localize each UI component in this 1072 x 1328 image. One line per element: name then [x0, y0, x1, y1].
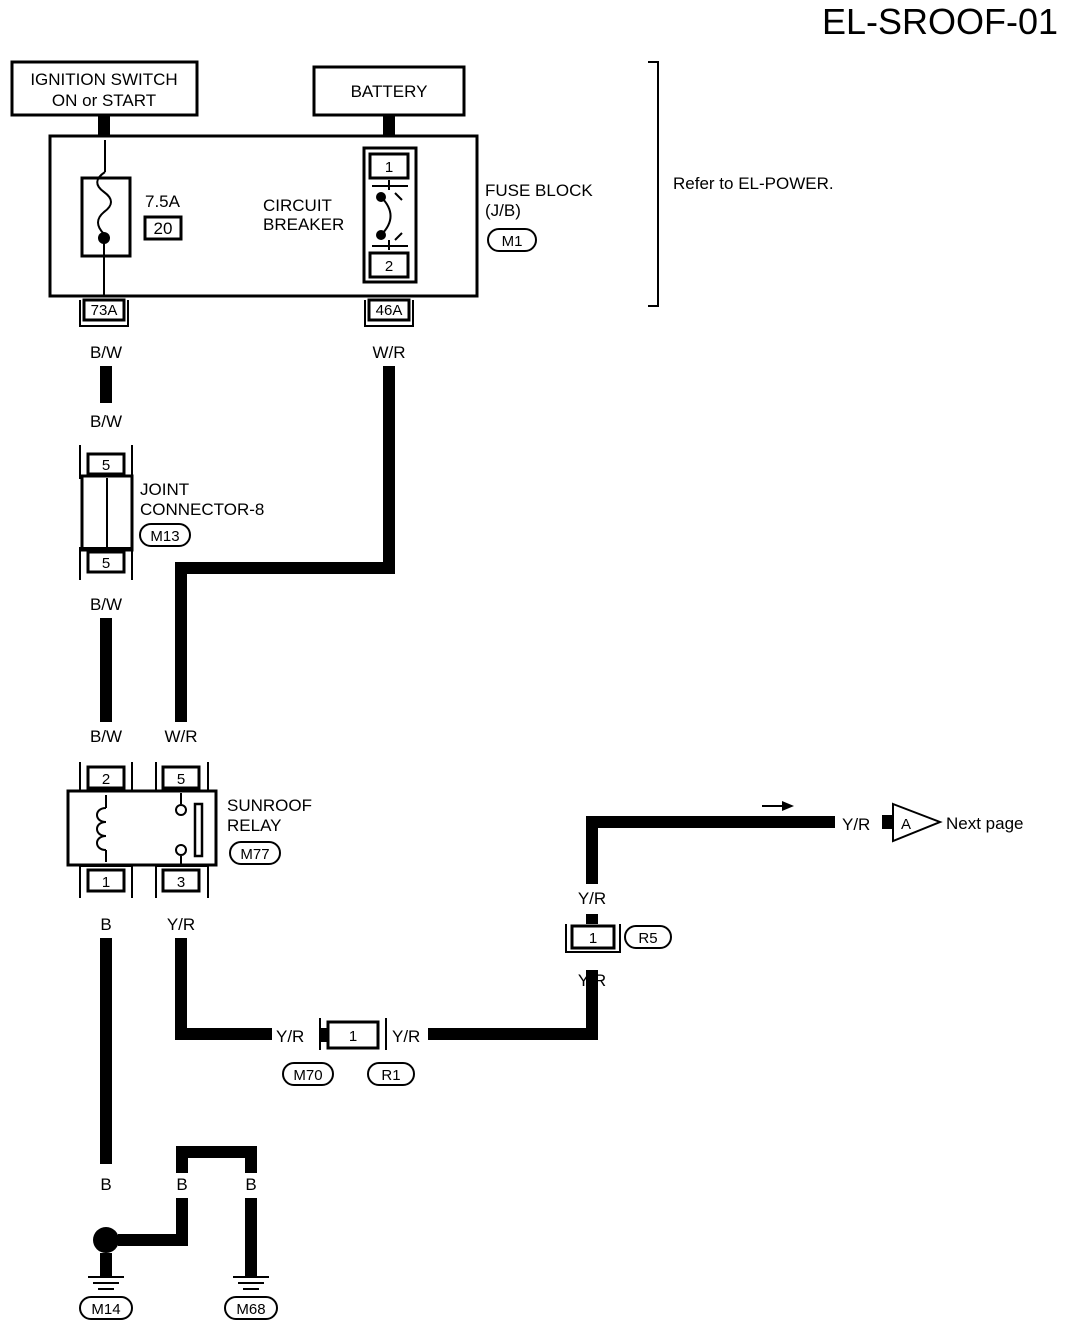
fuse-symbol: [80, 140, 132, 296]
inline-connector-r5: [565, 914, 621, 953]
fuse-rating: 7.5A: [145, 192, 181, 211]
terminal-46a: [364, 298, 414, 327]
fuse-block-line1: FUSE BLOCK: [485, 181, 593, 200]
inline-connector-m70-r1: [319, 1018, 387, 1050]
wire-label-b-g3: B: [245, 1175, 256, 1194]
fuse-block-connector: M1: [502, 233, 523, 250]
wire-label-yr-r1: Y/R: [392, 1027, 420, 1046]
battery: BATTERY: [312, 65, 466, 117]
diagram-title: EL-SROOF-01: [822, 1, 1058, 42]
direction-arrow-icon: [762, 801, 794, 811]
next-page-marker: A: [901, 816, 911, 833]
wire-b-ground-splice: [118, 1198, 188, 1246]
terminal-73a-label: 73A: [91, 302, 118, 319]
terminal-46a-label: 46A: [376, 302, 403, 319]
wire-label-b-g2: B: [176, 1175, 187, 1194]
ground-connector-m14: M14: [91, 1301, 120, 1318]
relay-pin-5: 5: [177, 771, 185, 788]
next-page-marker-icon: [892, 802, 943, 843]
refer-to-el-power: Refer to EL-POWER.: [673, 174, 834, 193]
ignition-switch: IGNITION SWITCH ON or START: [10, 60, 199, 117]
wire-label-wr-2: W/R: [164, 727, 197, 746]
connector-m70: M70: [293, 1067, 322, 1084]
joint-pin-top: 5: [102, 457, 110, 474]
wire-label-b-g1: B: [100, 1175, 111, 1194]
joint-connector: [79, 445, 134, 580]
battery-label: BATTERY: [351, 82, 428, 101]
fuse-block-line2: (J/B): [485, 201, 521, 220]
wire-yr-out: [586, 816, 835, 884]
breaker-pin-top: 1: [385, 159, 393, 176]
ground-symbol-left-icon: [88, 1276, 124, 1290]
wire-label-yr-out: Y/R: [842, 815, 870, 834]
wire-label-bw-2: B/W: [90, 412, 122, 431]
wire-label-b-relay: B: [100, 915, 111, 934]
joint-connector-line1: JOINT: [140, 480, 189, 499]
inline-connector-pin: 1: [349, 1028, 357, 1045]
wire-label-wr-1: W/R: [372, 343, 405, 362]
refer-bracket: [648, 61, 659, 307]
ground-connector-m68: M68: [236, 1301, 265, 1318]
wire-label-yr-relay: Y/R: [167, 915, 195, 934]
wire-wr: [175, 366, 395, 722]
wire-label-bw-4: B/W: [90, 727, 122, 746]
next-page-text: Next page: [946, 814, 1024, 833]
wire-label-yr-r5-bottom: Y/R: [578, 971, 606, 990]
ground-symbol-right-icon: [233, 1276, 269, 1290]
ignition-switch-line2: ON or START: [52, 91, 156, 110]
relay-pin-3: 3: [177, 874, 185, 891]
connector-r1: R1: [381, 1067, 400, 1084]
fuse-number: 20: [154, 219, 173, 238]
joint-connector-id: M13: [150, 528, 179, 545]
sunroof-relay-connector: M77: [240, 846, 269, 863]
wire-label-bw-1: B/W: [90, 343, 122, 362]
wire-yr-relay: [175, 938, 272, 1040]
breaker-pin-bottom: 2: [385, 258, 393, 275]
sunroof-relay-line2: RELAY: [227, 816, 282, 835]
wire-label-yr-r5-top: Y/R: [578, 889, 606, 908]
wire-label-yr-m70: Y/R: [276, 1027, 304, 1046]
sunroof-relay: [66, 762, 218, 898]
relay-pin-1: 1: [102, 874, 110, 891]
connector-r5: R5: [638, 930, 657, 947]
splice-point: [93, 1227, 119, 1253]
joint-connector-line2: CONNECTOR-8: [140, 500, 264, 519]
circuit-breaker-line2: BREAKER: [263, 215, 344, 234]
wire-label-bw-3: B/W: [90, 595, 122, 614]
terminal-73a: [79, 298, 129, 327]
wire-yr-r1: [428, 970, 598, 1040]
joint-pin-bottom: 5: [102, 555, 110, 572]
wire-b-ground-bridge: [176, 1146, 257, 1173]
sunroof-relay-line1: SUNROOF: [227, 796, 312, 815]
circuit-breaker: [362, 146, 418, 284]
circuit-breaker-line1: CIRCUIT: [263, 196, 332, 215]
ignition-switch-line1: IGNITION SWITCH: [30, 70, 177, 89]
relay-pin-2: 2: [102, 771, 110, 788]
r5-pin: 1: [589, 930, 597, 947]
